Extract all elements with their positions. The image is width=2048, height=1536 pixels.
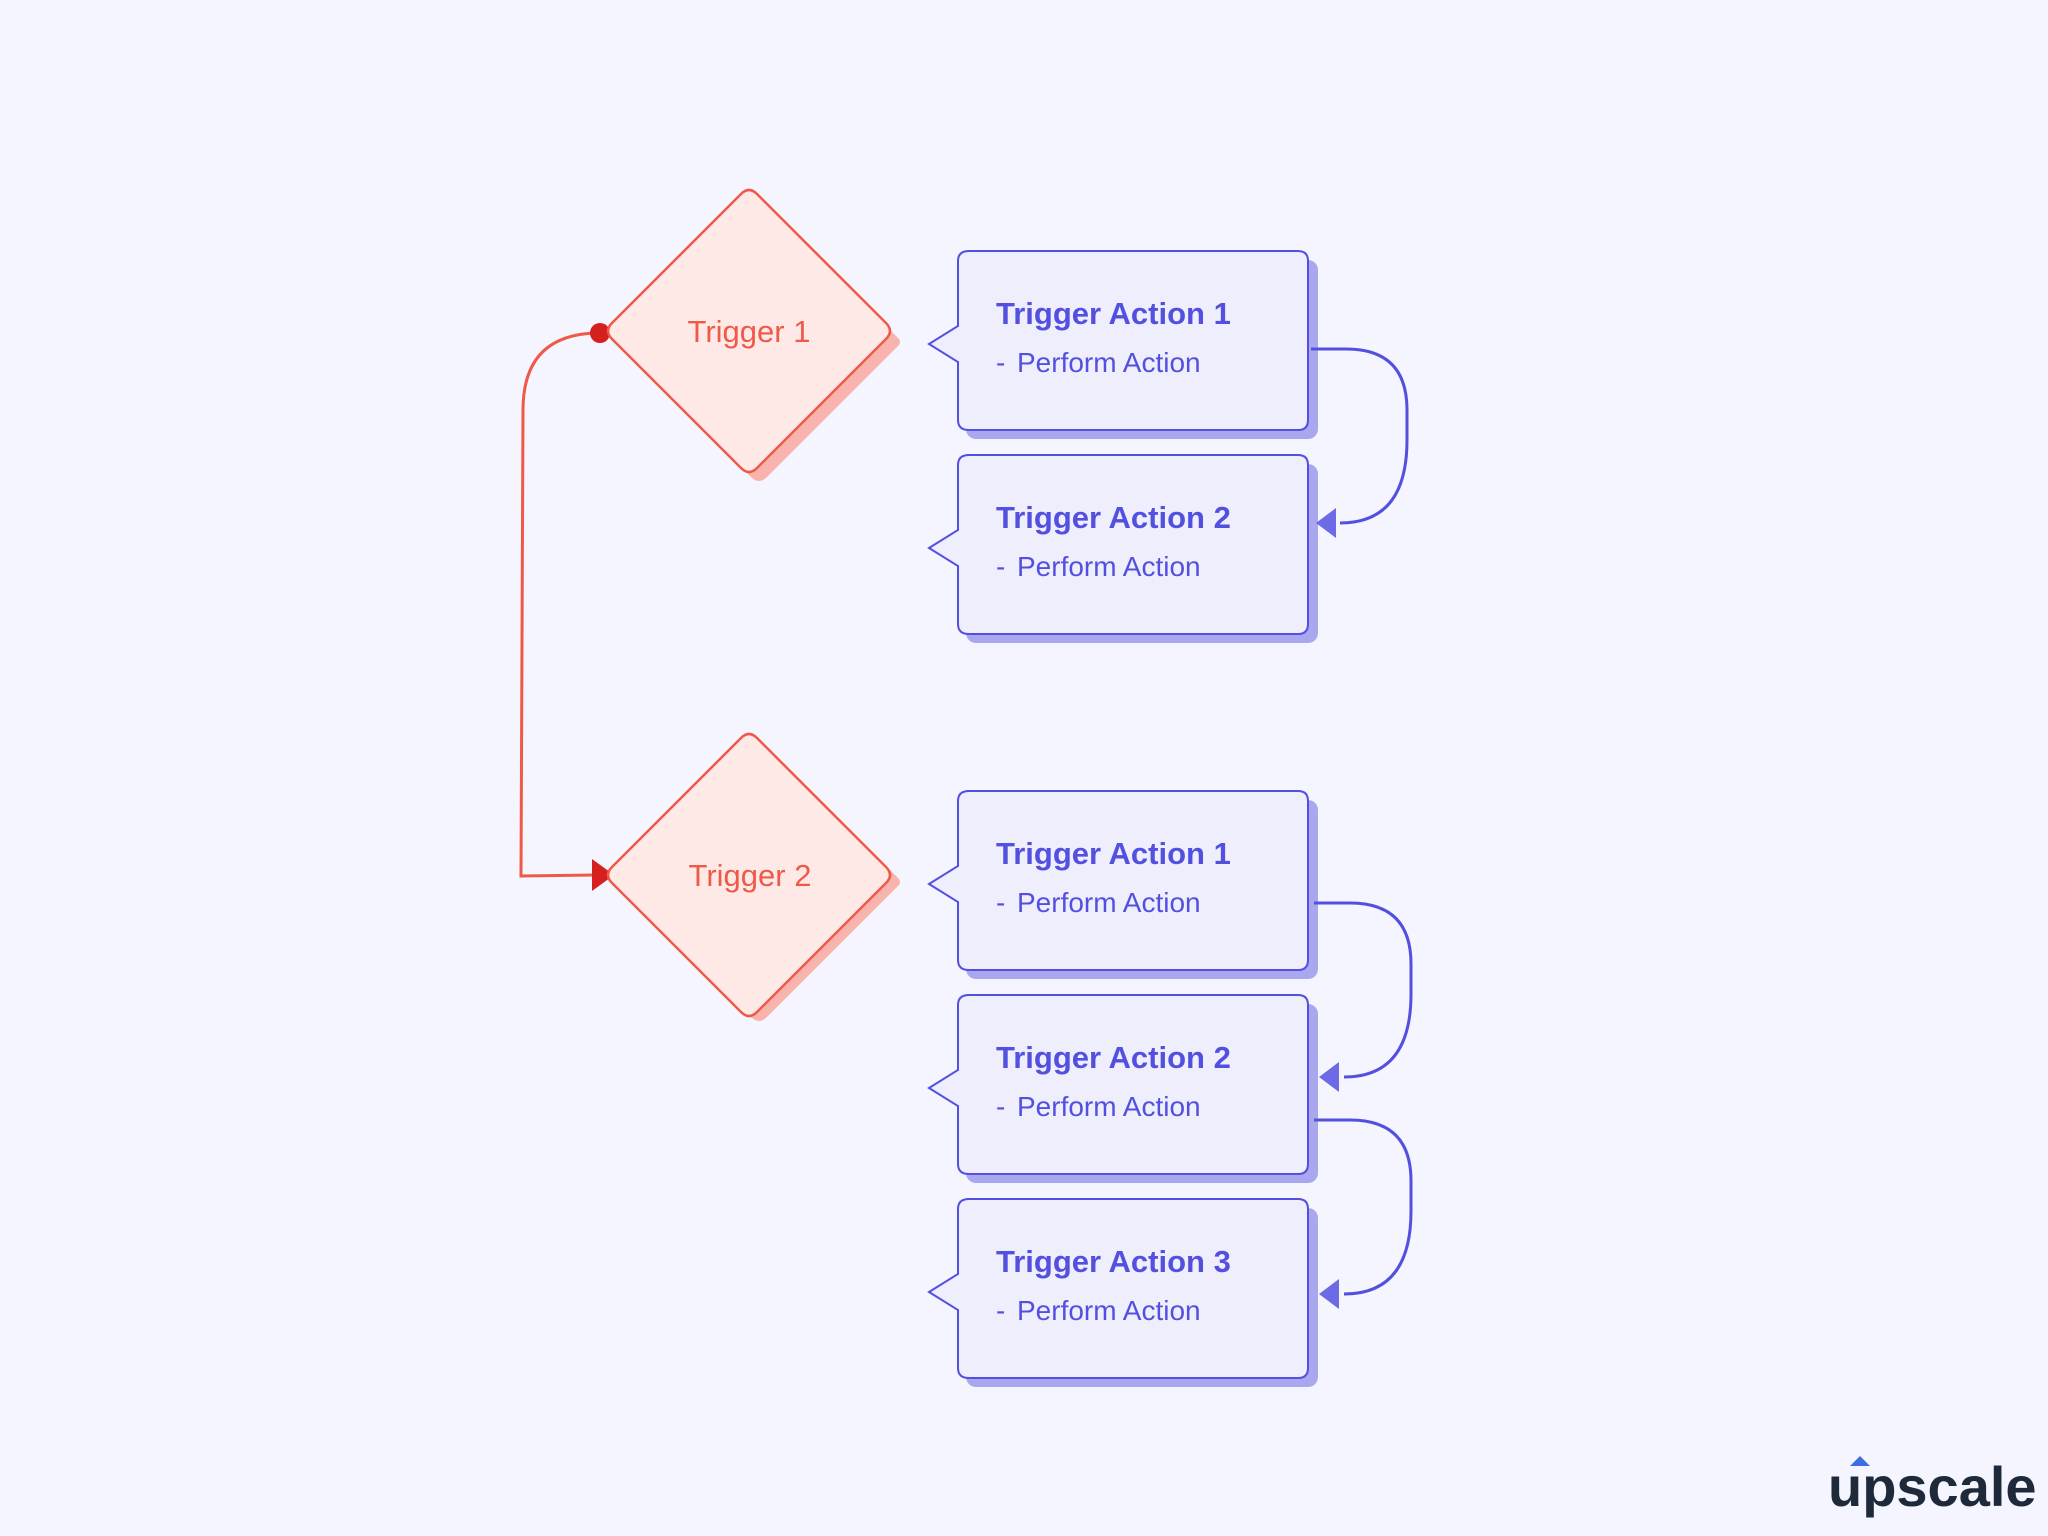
action-title: Trigger Action 2 xyxy=(996,1040,1231,1075)
trigger-2-action-3-card[interactable]: Trigger Action 3 - Perform Action xyxy=(927,1198,1318,1387)
action-detail: Perform Action xyxy=(1017,1295,1201,1326)
card-body xyxy=(927,790,1309,971)
trigger-2-label: Trigger 2 xyxy=(689,858,812,893)
card-body xyxy=(927,250,1309,431)
trigger-2-action-1-card[interactable]: Trigger Action 1 - Perform Action xyxy=(927,790,1318,979)
action-detail: Perform Action xyxy=(1017,551,1201,582)
action-connector-arrowhead xyxy=(1319,1279,1339,1309)
action-connector xyxy=(1311,347,1409,525)
action-detail: Perform Action xyxy=(1017,1091,1201,1122)
action-bullet: - xyxy=(996,347,1005,378)
trigger-1-diamond xyxy=(606,188,892,474)
connector-arrowhead xyxy=(592,859,614,891)
trigger-2-node[interactable]: Trigger 2 xyxy=(606,732,900,1021)
action-title: Trigger Action 3 xyxy=(996,1244,1231,1279)
action-title: Trigger Action 2 xyxy=(996,500,1231,535)
card-body xyxy=(927,454,1309,635)
action-title: Trigger Action 1 xyxy=(996,296,1231,331)
action-bullet: - xyxy=(996,551,1005,582)
action-bullet: - xyxy=(996,887,1005,918)
action-detail: Perform Action xyxy=(1017,347,1201,378)
card-body xyxy=(927,1198,1309,1379)
brand-logo: upscale xyxy=(1828,1455,2037,1518)
action-connector-arrowhead xyxy=(1316,508,1336,538)
action-connector xyxy=(1314,901,1413,1079)
action-connector xyxy=(1314,1118,1413,1296)
trigger-1-node[interactable]: Trigger 1 xyxy=(606,188,900,481)
trigger-1-action-2-card[interactable]: Trigger Action 2 - Perform Action xyxy=(927,454,1318,643)
action-connector-arrowhead xyxy=(1319,1062,1339,1092)
trigger-1-action-1-card[interactable]: Trigger Action 1 - Perform Action xyxy=(927,250,1318,439)
trigger-2-action-2-card[interactable]: Trigger Action 2 - Perform Action xyxy=(927,994,1318,1183)
logo-caret-icon xyxy=(1850,1456,1870,1466)
trigger-1-label: Trigger 1 xyxy=(688,314,811,349)
action-bullet: - xyxy=(996,1091,1005,1122)
action-detail: Perform Action xyxy=(1017,887,1201,918)
trigger-2-diamond xyxy=(606,732,892,1018)
brand-logo-text: upscale xyxy=(1828,1455,2037,1518)
connector-start-dot xyxy=(590,323,610,343)
trigger-connector xyxy=(519,331,601,878)
action-bullet: - xyxy=(996,1295,1005,1326)
action-title: Trigger Action 1 xyxy=(996,836,1231,871)
card-body xyxy=(927,994,1309,1175)
